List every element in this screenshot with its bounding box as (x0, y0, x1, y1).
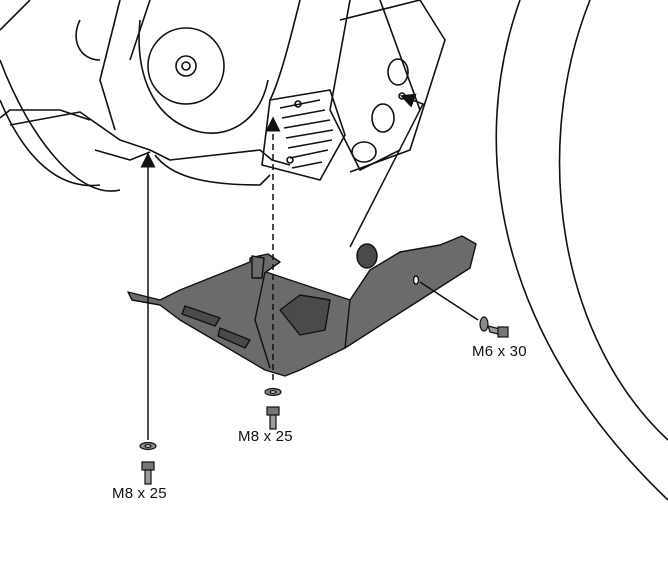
arrow-right-bolt (419, 281, 479, 321)
skid-plate (127, 235, 477, 377)
rear-wheel (495, 0, 668, 501)
bolt-center (264, 387, 282, 430)
bolt-label-center: M8 x 25 (238, 428, 293, 445)
engine-outline (0, 0, 446, 192)
bolt-left (139, 441, 157, 485)
bolt-label-left: M8 x 25 (112, 485, 167, 502)
bolt-right (479, 316, 509, 338)
bolt-label-right: M6 x 30 (472, 343, 527, 360)
arrow-right (349, 93, 425, 248)
assembly-arrows (140, 93, 479, 440)
